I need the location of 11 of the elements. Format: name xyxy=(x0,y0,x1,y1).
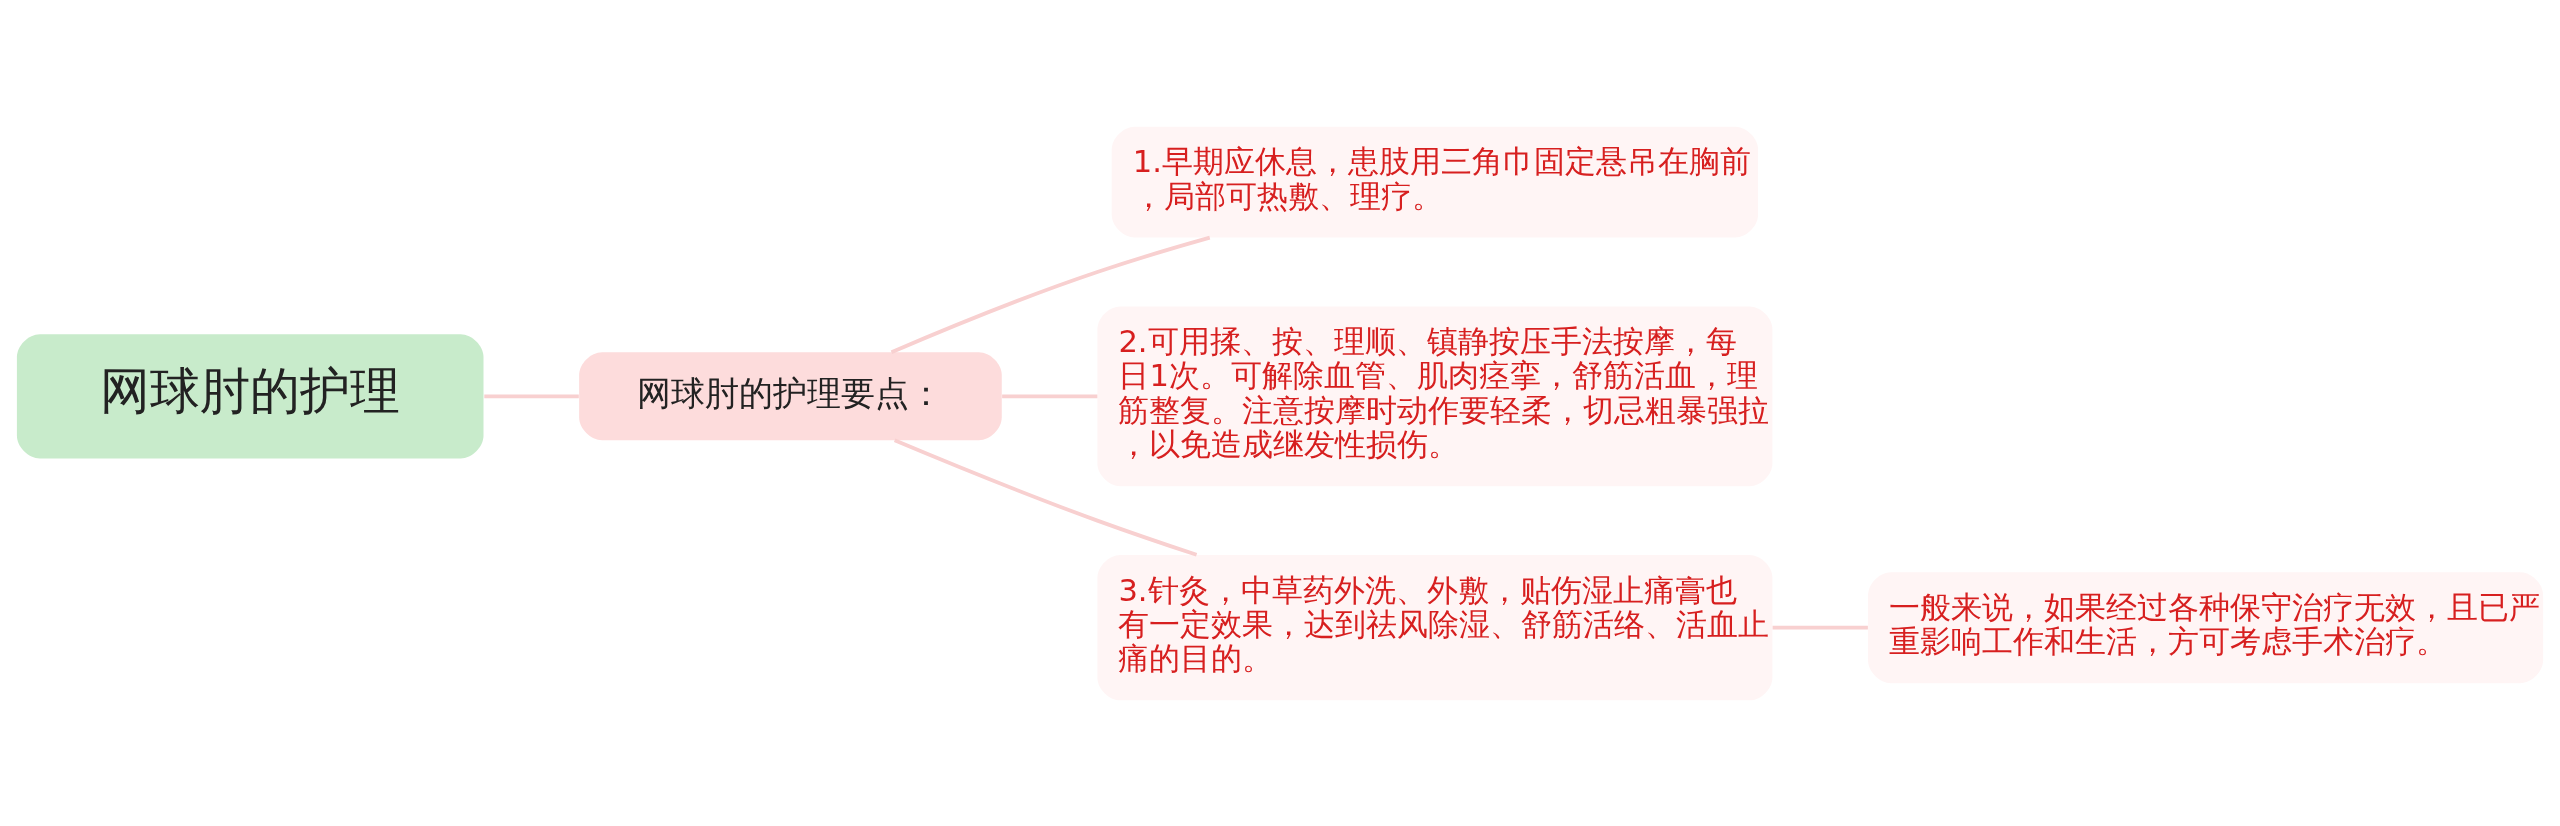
connector xyxy=(890,235,1211,354)
connector xyxy=(1002,393,1098,398)
node-box: 3.针灸，中草药外洗、外敷，贴伤湿止痛膏也有一定效果，达到祛风除湿、舒筋活络、活血止痛的目的。 xyxy=(1097,554,1773,700)
connector xyxy=(1772,625,1868,630)
connector xyxy=(893,438,1198,557)
node-box: 2.可用揉、按、理顺、镇静按压手法按摩，每日1次。可解除血管、肌肉痉挛，舒筋活血，理筋整复。注意按摩时动作要轻柔，切忌粗暴强拉，以免造成继发性损伤。 xyxy=(1097,305,1773,486)
connector xyxy=(484,393,579,398)
node-box: 网球肘的护理 xyxy=(16,333,484,458)
node-box: 一般来说，如果经过各种保守治疗无效，且已严重影响工作和生活，方可考虑手术治疗。 xyxy=(1868,571,2544,683)
node-box: 网球肘的护理要点： xyxy=(579,351,1002,440)
node-box: 1.早期应休息，患肢用三角巾固定悬吊在胸前，局部可热敷、理疗。 xyxy=(1111,126,1759,238)
